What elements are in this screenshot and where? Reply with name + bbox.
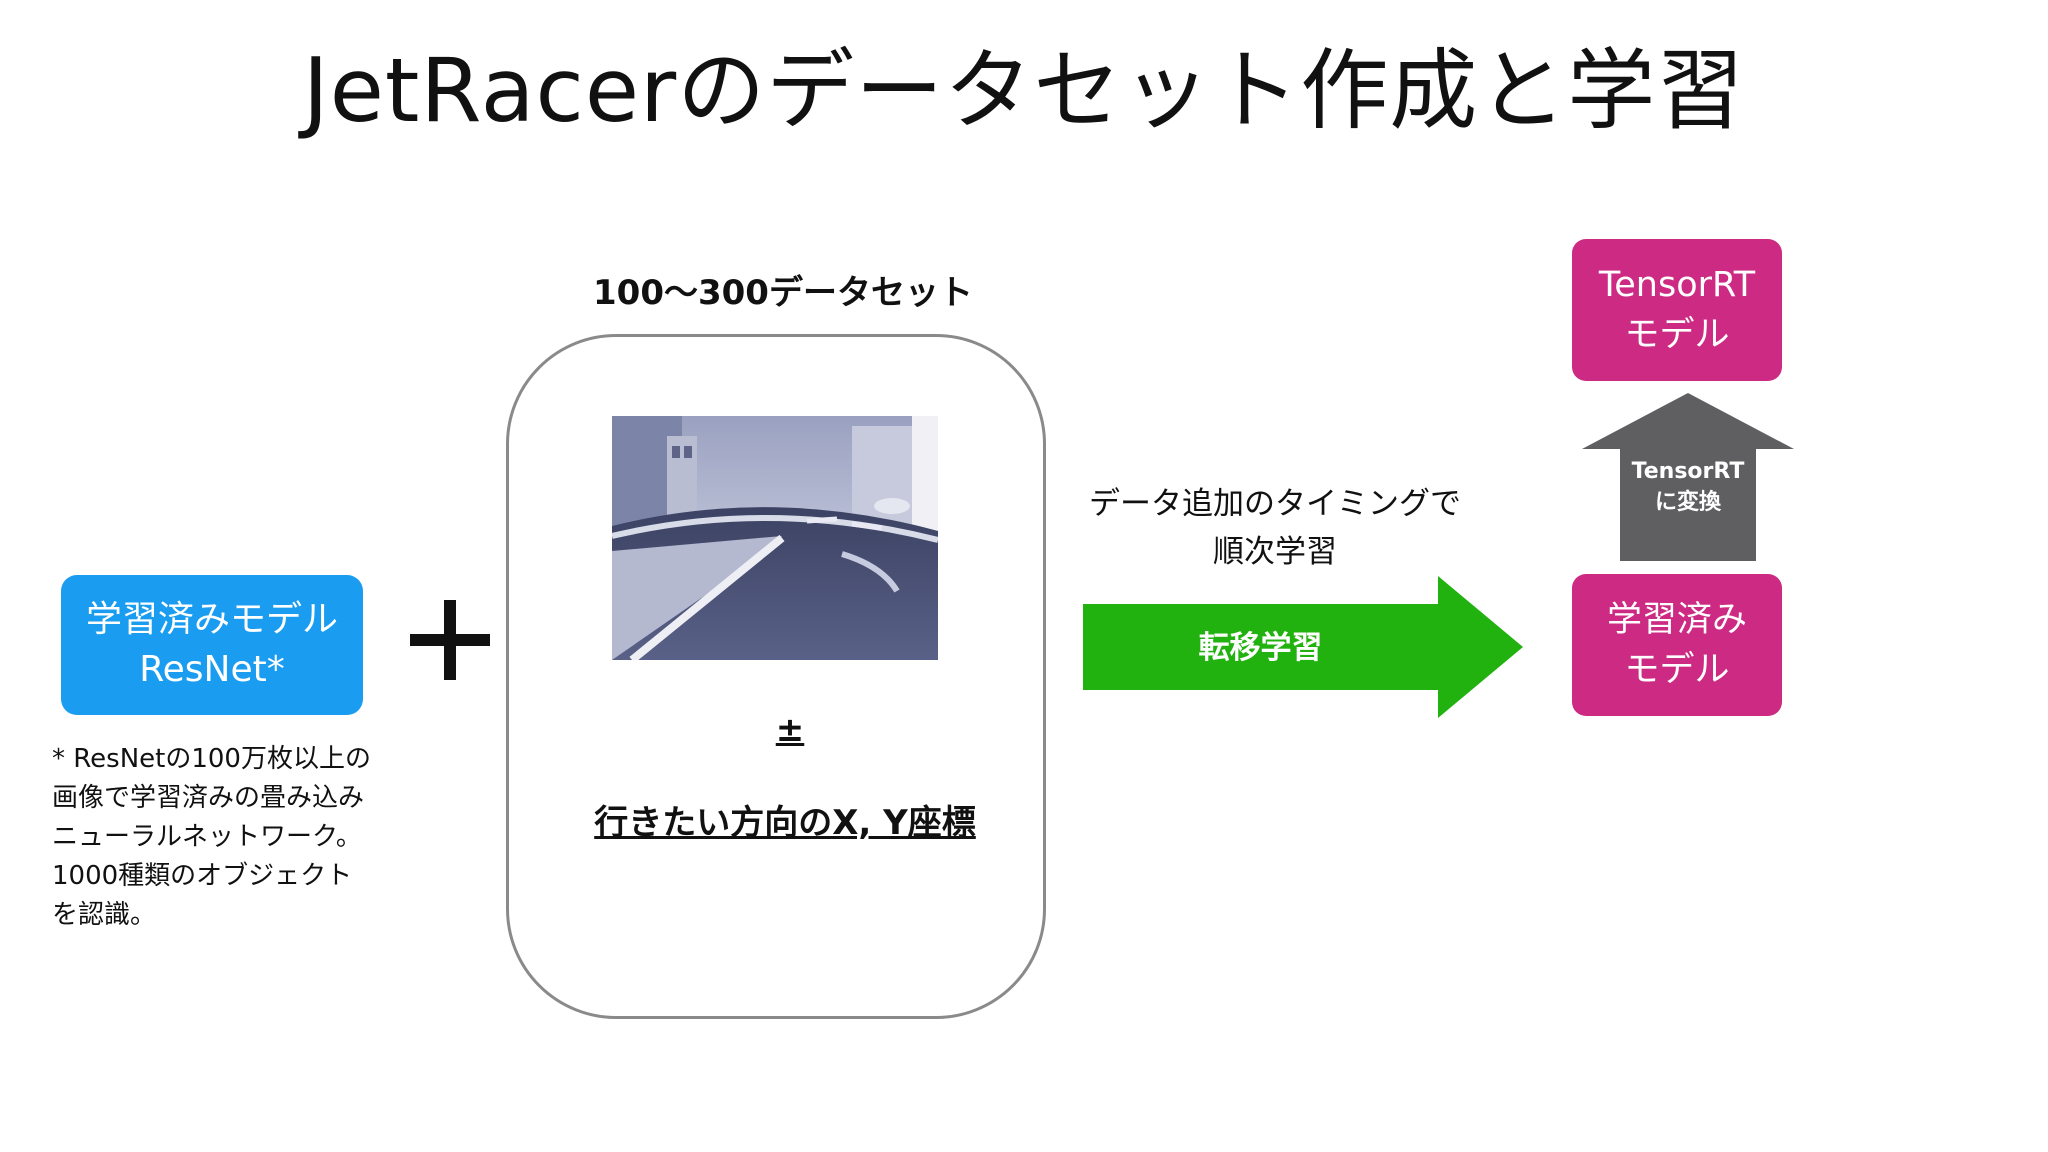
tensorrt-convert-arrow: [1582, 393, 1794, 561]
resnet-footnote: * ResNetの100万枚以上の 画像で学習済みの畳み込み ニューラルネットワ…: [52, 740, 392, 935]
slide-title: JetRacerのデータセット作成と学習: [302, 39, 1746, 142]
timing-note-line: データ追加のタイミングで: [1089, 486, 1461, 522]
pretrained-model-name: ResNet*: [139, 649, 285, 690]
tensorrt-convert-label: TensorRT に変換: [1626, 456, 1750, 518]
trained-model-line: 学習済み: [1606, 600, 1747, 640]
pretrained-model-box: 学習済みモデル ResNet*: [61, 575, 363, 715]
target-coordinates-label: 行きたい方向のX, Y座標: [594, 803, 976, 843]
plusminus-symbol: ±: [775, 710, 805, 750]
footnote-line: を認識。: [52, 900, 157, 930]
footnote-line: ニューラルネットワーク。: [52, 822, 362, 852]
transfer-learning-arrow: [1083, 576, 1523, 718]
transfer-arrow-shape: [1083, 576, 1523, 718]
convert-arrow-shape: [1582, 393, 1794, 561]
pretrained-model-label: 学習済みモデル: [85, 599, 338, 640]
sample-camera-image: [612, 416, 938, 660]
footnote-line: 画像で学習済みの畳み込み: [52, 783, 365, 813]
transfer-learning-label: 転移学習: [1198, 630, 1323, 666]
footnote-line: 1000種類のオブジェクト: [52, 861, 353, 891]
tensorrt-model-line: モデル: [1624, 315, 1730, 355]
tensorrt-model-line: TensorRT: [1598, 265, 1756, 305]
dataset-count-label: 100〜300データセット: [593, 273, 973, 313]
footnote-line: * ResNetの100万枚以上の: [52, 744, 371, 774]
trained-model-line: モデル: [1624, 650, 1730, 690]
training-timing-note: データ追加のタイミングで 順次学習: [1060, 480, 1490, 576]
trained-model-box: 学習済み モデル: [1572, 574, 1782, 716]
tensorrt-model-box: TensorRT モデル: [1572, 239, 1782, 381]
convert-label-line: に変換: [1654, 490, 1721, 515]
convert-label-line: TensorRT: [1631, 459, 1745, 484]
timing-note-line: 順次学習: [1213, 534, 1337, 570]
plus-icon: [410, 600, 490, 680]
